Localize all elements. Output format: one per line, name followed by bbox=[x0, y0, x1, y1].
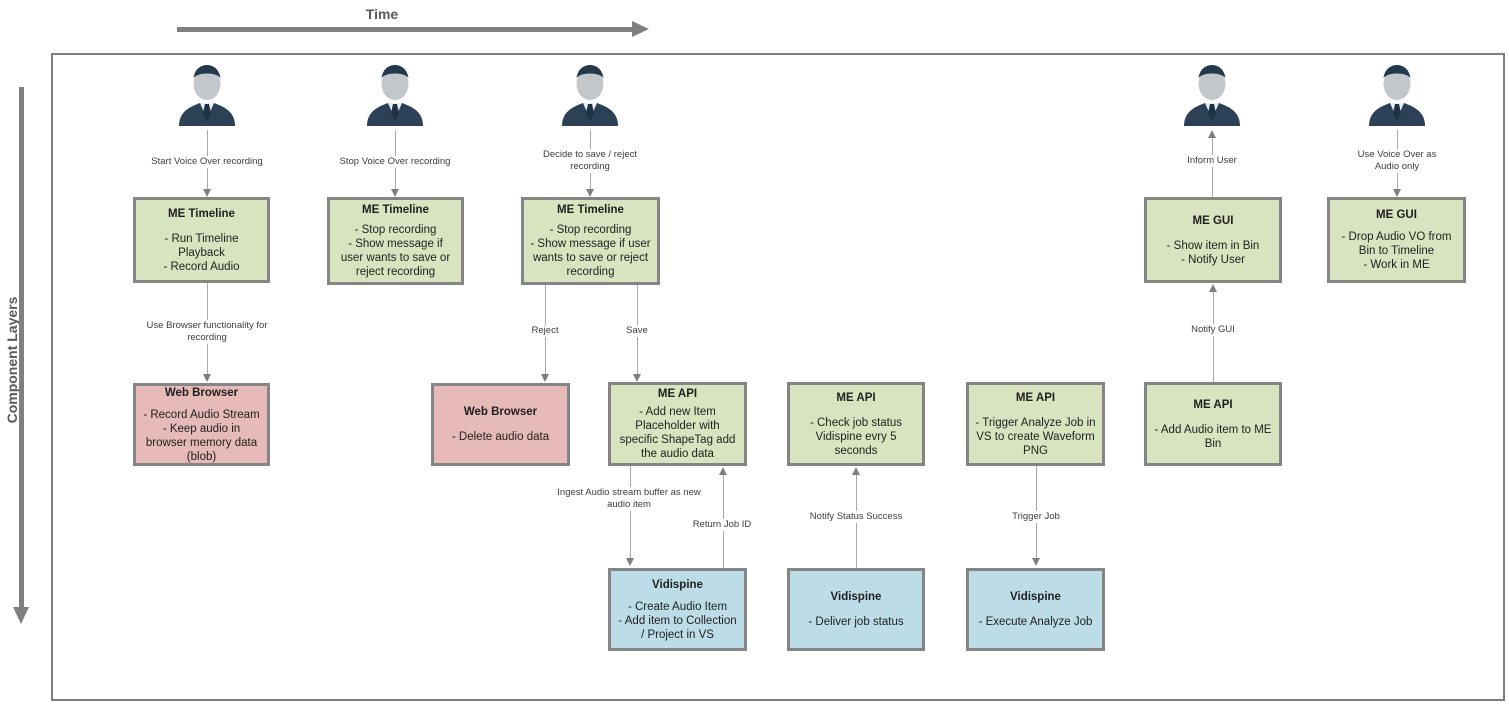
arrowhead-icon bbox=[1031, 558, 1040, 566]
box-body: - Add Audio item to ME Bin bbox=[1154, 423, 1272, 450]
arrowhead-icon bbox=[1392, 189, 1401, 197]
time-axis-label: Time bbox=[365, 6, 399, 22]
edge-label-trigger-job: Trigger Job bbox=[1010, 511, 1062, 523]
diagram-frame bbox=[51, 53, 1505, 701]
box-me-timeline-3: ME Timeline - Stop recording - Show mess… bbox=[521, 197, 660, 285]
edge-label-start-vo: Start Voice Over recording bbox=[149, 156, 265, 168]
arrowhead-icon bbox=[585, 189, 594, 197]
edge-label-ingest: Ingest Audio stream buffer as new audio … bbox=[552, 487, 706, 511]
box-me-gui-2: ME GUI - Drop Audio VO from Bin to Timel… bbox=[1327, 197, 1466, 283]
edge-label-notify-gui: Notify GUI bbox=[1189, 324, 1237, 336]
box-body: - Deliver job status bbox=[808, 616, 904, 628]
arrowhead-icon bbox=[540, 374, 549, 382]
box-me-api-3: ME API - Trigger Analyze Job in VS to cr… bbox=[966, 382, 1105, 466]
time-axis-arrow bbox=[177, 27, 632, 32]
box-me-api-4: ME API - Add Audio item to ME Bin bbox=[1144, 382, 1282, 466]
edge-label-use-browser: Use Browser functionality for recording bbox=[136, 320, 278, 344]
box-title: Web Browser bbox=[463, 406, 538, 418]
box-me-gui-1: ME GUI - Show item in Bin - Notify User bbox=[1144, 197, 1282, 283]
arrow-inform-user bbox=[1212, 137, 1214, 197]
component-layers-axis-arrow bbox=[19, 87, 24, 607]
box-title: ME API bbox=[1193, 398, 1233, 411]
edge-label-notify-status: Notify Status Success bbox=[807, 511, 905, 523]
edge-label-stop-vo: Stop Voice Over recording bbox=[337, 156, 453, 168]
arrowhead-icon bbox=[851, 467, 860, 475]
arrowhead-icon bbox=[202, 374, 211, 382]
box-me-api-1: ME API - Add new Item Placeholder with s… bbox=[608, 382, 747, 466]
box-vidispine-3: Vidispine - Execute Analyze Job bbox=[966, 568, 1105, 651]
edge-label-decide: Decide to save / reject recording bbox=[524, 149, 656, 173]
box-title: ME API bbox=[836, 391, 876, 404]
edge-label-use-vo: Use Voice Over as Audio only bbox=[1349, 149, 1445, 173]
time-axis-arrowhead-icon bbox=[632, 21, 649, 37]
box-title: Web Browser bbox=[164, 386, 239, 399]
arrow-notify-gui bbox=[1213, 291, 1215, 382]
box-web-browser-1: Web Browser - Record Audio Stream - Keep… bbox=[133, 383, 270, 466]
box-body: - Trigger Analyze Job in VS to create Wa… bbox=[975, 416, 1096, 457]
component-layers-axis-arrowhead-icon bbox=[12, 607, 29, 624]
box-title: ME Timeline bbox=[168, 207, 235, 220]
component-layers-axis-label: Component Layers bbox=[4, 296, 20, 424]
box-body: - Stop recording - Show message if user … bbox=[530, 224, 651, 278]
box-body: - Record Audio Stream - Keep audio in br… bbox=[143, 408, 260, 463]
arrowhead-icon bbox=[625, 558, 634, 566]
arrowhead-icon bbox=[1207, 130, 1216, 138]
box-body: - Stop recording - Show message if user … bbox=[340, 224, 451, 278]
box-body: - Delete audio data bbox=[451, 431, 550, 443]
user-icon bbox=[1369, 65, 1425, 126]
box-title: ME API bbox=[657, 388, 698, 400]
box-body: - Drop Audio VO from Bin to Timeline - W… bbox=[1341, 231, 1452, 271]
box-title: Vidispine bbox=[830, 591, 882, 603]
arrowhead-icon bbox=[202, 189, 211, 197]
box-title: ME Timeline bbox=[557, 204, 624, 216]
box-body: - Run Timeline Playback - Record Audio bbox=[163, 232, 240, 273]
edge-label-save: Save bbox=[624, 325, 650, 337]
arrowhead-icon bbox=[632, 374, 641, 382]
box-body: - Execute Analyze Job bbox=[978, 616, 1093, 628]
user-icon bbox=[1184, 65, 1240, 126]
user-icon bbox=[179, 65, 235, 126]
arrowhead-icon bbox=[390, 189, 399, 197]
box-vidispine-1: Vidispine - Create Audio Item - Add item… bbox=[608, 568, 747, 651]
box-title: Vidispine bbox=[1010, 591, 1061, 603]
arrowhead-icon bbox=[1208, 284, 1217, 292]
box-vidispine-2: Vidispine - Deliver job status bbox=[787, 568, 925, 651]
edge-label-return-job-id: Return Job ID bbox=[690, 519, 754, 531]
user-icon bbox=[562, 65, 618, 126]
box-title: ME Timeline bbox=[362, 204, 429, 216]
arrowhead-icon bbox=[718, 467, 727, 475]
box-title: ME GUI bbox=[1192, 214, 1234, 227]
box-web-browser-2: Web Browser - Delete audio data bbox=[431, 383, 570, 466]
box-body: - Show item in Bin - Notify User bbox=[1166, 239, 1260, 266]
edge-label-inform-user: Inform User bbox=[1185, 155, 1239, 167]
arrow-ingest bbox=[630, 466, 632, 559]
box-title: ME API bbox=[1015, 391, 1056, 404]
box-title: Vidispine bbox=[652, 578, 703, 591]
user-icon bbox=[367, 65, 423, 126]
box-body: - Add new Item Placeholder with specific… bbox=[619, 406, 736, 460]
box-body: - Check job status Vidispine evry 5 seco… bbox=[809, 416, 903, 457]
box-me-timeline-1: ME Timeline - Run Timeline Playback - Re… bbox=[133, 197, 270, 283]
box-body: - Create Audio Item - Add item to Collec… bbox=[618, 600, 737, 641]
box-me-api-2: ME API - Check job status Vidispine evry… bbox=[787, 382, 925, 466]
edge-label-reject: Reject bbox=[529, 325, 561, 337]
box-me-timeline-2: ME Timeline - Stop recording - Show mess… bbox=[327, 197, 464, 285]
box-title: ME GUI bbox=[1376, 209, 1417, 221]
